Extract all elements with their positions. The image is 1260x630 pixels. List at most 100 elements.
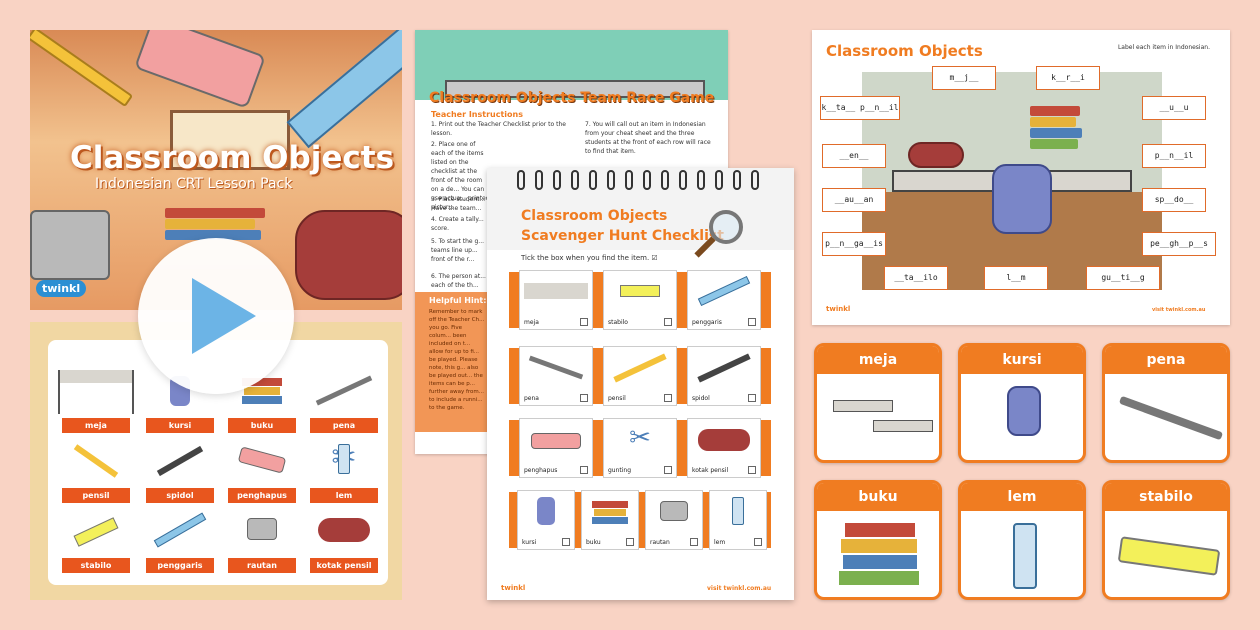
binder-coil (715, 170, 723, 190)
label-blank[interactable]: __en__ (822, 144, 886, 168)
word-card: pena (1102, 343, 1230, 463)
pen-icon (524, 351, 588, 385)
checklist-checkbox[interactable] (748, 318, 756, 326)
vocab-item: lem (306, 440, 382, 506)
eraser-icon (224, 440, 300, 484)
hint-title: Helpful Hint: (429, 296, 487, 305)
binder-coil (661, 170, 669, 190)
label-blank[interactable]: __au__an (822, 188, 886, 212)
label-blank[interactable]: pe__gh__p__s (1142, 232, 1216, 256)
play-button[interactable] (138, 238, 294, 394)
vocab-item: stabilo (58, 510, 134, 576)
checklist-row: meja stabilo penggaris (509, 270, 771, 330)
checklist-item: stabilo (603, 270, 677, 330)
vocab-label: spidol (146, 488, 214, 503)
vocab-item: spidol (142, 440, 218, 506)
checklist-row: kursi buku rautan lem (509, 490, 771, 550)
vocab-label: meja (62, 418, 130, 433)
word-card-title: buku (817, 483, 939, 511)
label-blank[interactable]: p__n__il (1142, 144, 1206, 168)
footer-url: visit twinkl.com.au (1152, 307, 1206, 313)
label-blank[interactable]: k__ta__ p__n__il (820, 96, 900, 120)
checklist-label: gunting (608, 467, 632, 474)
scissors-icon: ✂ (608, 423, 672, 457)
checklist-checkbox[interactable] (580, 318, 588, 326)
race-step: 4. Create a tally... score. (431, 216, 484, 232)
books-icon (823, 517, 933, 591)
label-blank[interactable]: m__j__ (932, 66, 996, 90)
scavenger-title-line2: Scavenger Hunt Checklist (521, 228, 724, 244)
ruler-icon (142, 510, 218, 554)
classroom-scene (862, 72, 1162, 290)
binder-coil (679, 170, 687, 190)
checklist-item: kotak pensil (687, 418, 761, 478)
label-title: Classroom Objects (826, 42, 983, 60)
label-blank[interactable]: p__n__ga__is (822, 232, 886, 256)
label-blank[interactable]: __ta__ilo (884, 266, 948, 290)
checklist-item: buku (581, 490, 639, 550)
desk-icon (823, 380, 933, 454)
checklist-checkbox[interactable] (664, 466, 672, 474)
checklist-checkbox[interactable] (626, 538, 634, 546)
checklist-item: penghapus (519, 418, 593, 478)
checklist-checkbox[interactable] (748, 394, 756, 402)
label-blank[interactable]: k__r__i (1036, 66, 1100, 90)
race-title: Classroom Objects Team Race Game (429, 90, 715, 106)
ruler-icon (692, 275, 756, 309)
binder-coil (553, 170, 561, 190)
checklist-checkbox[interactable] (664, 318, 672, 326)
checklist-item: spidol (687, 346, 761, 406)
helpful-hint-box: Helpful Hint: Remember to mark off the T… (415, 292, 487, 432)
race-step: 7. You will call out an item in Indonesi… (585, 121, 711, 155)
label-blank[interactable]: sp__do__ (1142, 188, 1206, 212)
glue-icon (714, 495, 762, 529)
checklist-checkbox[interactable] (754, 538, 762, 546)
vocab-item: penghapus (224, 440, 300, 506)
books-icon (586, 495, 634, 529)
checklist-item: pensil (603, 346, 677, 406)
label-instruction: Label each item in Indonesian. (1117, 44, 1210, 51)
word-card-title: kursi (961, 346, 1083, 374)
sharpener-illustration (30, 210, 110, 280)
vocab-item: rautan (224, 510, 300, 576)
vocab-label: stabilo (62, 558, 130, 573)
cover-slide: Classroom Objects Indonesian CRT Lesson … (30, 30, 402, 310)
label-blank[interactable]: __u__u (1142, 96, 1206, 120)
binder-coil (571, 170, 579, 190)
checklist-checkbox[interactable] (580, 394, 588, 402)
binder-coil (751, 170, 759, 190)
pencil-case-icon (692, 423, 756, 457)
checklist-checkbox[interactable] (748, 466, 756, 474)
binder-coil (535, 170, 543, 190)
binder-coil (733, 170, 741, 190)
highlighter-icon (58, 510, 134, 554)
whiteboard-illustration (170, 110, 290, 170)
sharpener-icon (224, 510, 300, 554)
vocabulary-card: meja kursi buku pena pensil spidol pengh… (48, 340, 388, 585)
vocab-item: pena (306, 370, 382, 436)
twinkl-logo: twinkl (36, 280, 87, 297)
checklist-checkbox[interactable] (580, 466, 588, 474)
checklist-checkbox[interactable] (664, 394, 672, 402)
checklist-checkbox[interactable] (562, 538, 570, 546)
notebook-header (487, 168, 794, 250)
vocab-item: pensil (58, 440, 134, 506)
footer-url: visit twinkl.com.au (707, 585, 772, 592)
vocab-item: penggaris (142, 510, 218, 576)
checklist-item: kursi (517, 490, 575, 550)
twinkl-logo: twinkl (501, 584, 526, 592)
label-blank[interactable]: l__m (984, 266, 1048, 290)
word-card-title: pena (1105, 346, 1227, 374)
sharpener-icon (650, 495, 698, 529)
chair-illustration (992, 164, 1052, 234)
books-illustration (165, 208, 275, 241)
table-illustration (445, 80, 705, 98)
binder-coil (517, 170, 525, 190)
word-card-title: meja (817, 346, 939, 374)
label-blank[interactable]: gu__ti__g (1086, 266, 1160, 290)
word-card-title: stabilo (1105, 483, 1227, 511)
checklist-checkbox[interactable] (690, 538, 698, 546)
highlighter-icon (1111, 517, 1221, 591)
pencil-icon (608, 351, 672, 385)
pencil-case-illustration (908, 142, 964, 168)
